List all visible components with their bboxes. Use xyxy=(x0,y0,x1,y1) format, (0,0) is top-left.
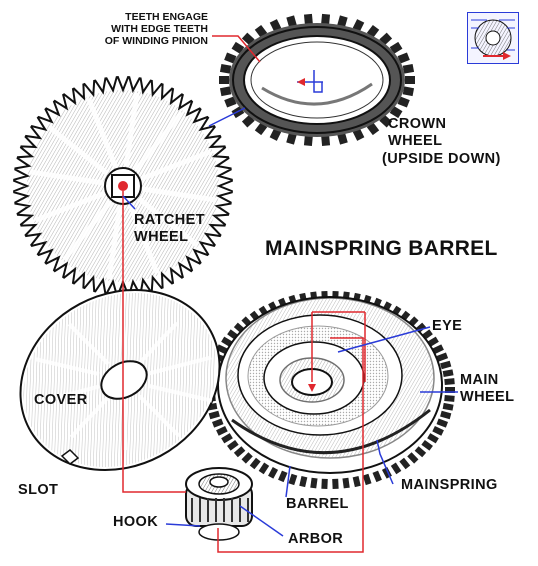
main-wheel-line-2: WHEEL xyxy=(460,389,515,406)
crown-wheel xyxy=(219,13,415,147)
main-wheel-label: MAIN WHEEL xyxy=(460,372,514,407)
barrel-cover xyxy=(19,288,221,472)
watch-movement-thumbnail-icon[interactable] xyxy=(467,12,519,64)
slot-label: SLOT xyxy=(18,482,59,498)
arbor-label: ARBOR xyxy=(288,531,344,547)
mainspring-label: MAINSPRING xyxy=(401,477,498,493)
cover-label: COVER xyxy=(34,392,88,408)
crown-arrowhead xyxy=(297,78,305,86)
crown-wheel-line-3: (UPSIDE DOWN) xyxy=(382,150,501,167)
crown-wheel-line-2: WHEEL xyxy=(388,133,443,150)
teeth-engage-label: TEETH ENGAGE WITH EDGE TEETH OF WINDING … xyxy=(92,11,208,47)
teeth-engage-line-1: TEETH ENGAGE xyxy=(125,11,208,23)
ratchet-wheel-line-2: WHEEL xyxy=(134,229,189,246)
crown-wheel-label: CROWN WHEEL (UPSIDE DOWN) xyxy=(382,116,501,168)
blue-leaders xyxy=(122,70,458,537)
hook-label: HOOK xyxy=(113,514,159,530)
eye-label: EYE xyxy=(432,318,463,334)
arbor xyxy=(185,467,253,541)
ratchet-wheel-label: RATCHET WHEEL xyxy=(134,212,205,247)
crown-wheel-line-1: CROWN xyxy=(388,116,447,132)
teeth-engage-line-3: OF WINDING PINION xyxy=(104,34,208,47)
ratchet-wheel-line-1: RATCHET xyxy=(134,212,205,228)
teeth-engage-line-2: WITH EDGE TEETH xyxy=(111,22,208,35)
ratchet-center-marker xyxy=(118,181,128,191)
barrel-label: BARREL xyxy=(286,496,349,512)
ratchet-wheel xyxy=(13,76,233,296)
barrel-assembly xyxy=(205,290,455,490)
diagram-title: MAINSPRING BARREL xyxy=(265,237,498,260)
main-wheel-line-1: MAIN xyxy=(460,372,499,388)
spring-path-arrowhead xyxy=(308,384,316,392)
red-leaders xyxy=(122,35,366,553)
